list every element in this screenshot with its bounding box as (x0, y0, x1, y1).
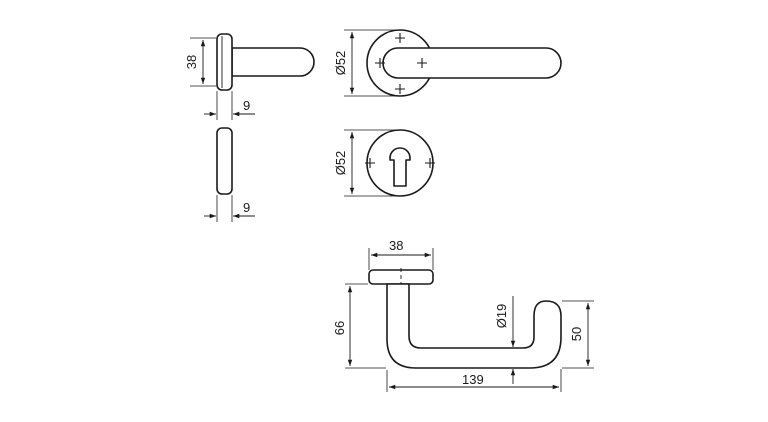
lever-top-profile (386, 283, 562, 369)
screw-markers (375, 33, 427, 94)
lever-height-label: 66 (332, 321, 347, 335)
rose-side-profile (216, 33, 233, 91)
side-thickness-label: 9 (243, 98, 250, 113)
side-height-label: 38 (184, 55, 199, 69)
rose-top-width-label: 38 (389, 238, 403, 253)
lever-diameter-label: Ø19 (494, 304, 509, 329)
lever-front (382, 47, 562, 79)
side-view-escutcheon: 9 (204, 127, 255, 222)
front-view-escutcheon: Ø52 (333, 129, 435, 197)
lever-drop-label: 50 (569, 327, 584, 341)
cylinder-keyhole (389, 147, 411, 187)
escutcheon-thickness-label: 9 (243, 200, 250, 215)
rose-diameter-label: Ø52 (333, 51, 348, 76)
lever-length-label: 139 (462, 372, 484, 387)
front-view-rose-lever: Ø52 (333, 29, 562, 97)
side-view-rose-lever: 38 9 (184, 33, 315, 120)
escutcheon-diameter-label: Ø52 (333, 151, 348, 176)
lever-side-profile (231, 47, 315, 77)
top-view-lever: 38 66 Ø19 139 50 (332, 238, 594, 392)
escutcheon-side-profile (216, 127, 233, 195)
